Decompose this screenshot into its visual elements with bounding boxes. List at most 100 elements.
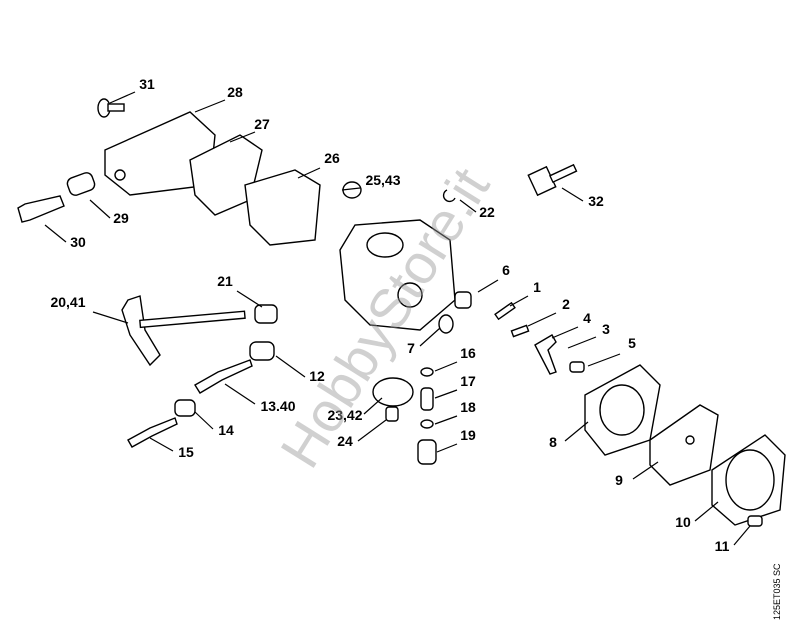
callout-label: 31	[139, 76, 155, 92]
part-spring-12	[249, 341, 275, 361]
callout-label: 1	[533, 279, 541, 295]
part-screw-11	[747, 515, 763, 527]
part-needle-15	[127, 417, 178, 448]
part-spring-17	[420, 387, 434, 411]
drawing-code: 125ET035 SC	[772, 563, 782, 620]
part-gasket-opening	[599, 384, 645, 436]
leader-line	[434, 415, 458, 425]
part-disc-23	[372, 377, 414, 407]
part-hole	[114, 169, 126, 181]
part-shaft	[139, 310, 246, 329]
callout-label: 25,43	[365, 172, 400, 188]
callout-label: 30	[70, 234, 86, 250]
callout-label: 7	[407, 340, 415, 356]
part-plug-6	[454, 291, 472, 309]
part-spring-29	[66, 172, 96, 196]
callout-label: 12	[309, 368, 325, 384]
callout-label: 24	[337, 433, 353, 449]
part-screw-24	[385, 406, 399, 422]
part-screw-31	[97, 98, 125, 118]
part-clip-22	[442, 189, 456, 203]
part-venturi	[366, 232, 404, 258]
part-needle-13	[194, 359, 253, 394]
leader-line	[567, 336, 597, 349]
callout-label: 19	[460, 427, 476, 443]
leader-line	[109, 91, 136, 104]
callout-label: 29	[113, 210, 129, 226]
leader-line	[275, 355, 306, 378]
callout-label: 21	[217, 273, 233, 289]
callout-label: 9	[615, 472, 623, 488]
leader-line	[89, 199, 111, 219]
leader-line	[224, 383, 256, 405]
callout-label: 16	[460, 345, 476, 361]
leader-lines	[44, 91, 751, 546]
leader-line	[587, 353, 621, 367]
callout-label: 4	[583, 310, 591, 326]
callout-label: 8	[549, 434, 557, 450]
parts	[17, 98, 786, 527]
leader-line	[509, 295, 529, 307]
callout-label: 23,42	[327, 407, 362, 423]
callout-label: 22	[479, 204, 495, 220]
leader-line	[434, 361, 458, 372]
part-needle-1	[494, 301, 516, 321]
leader-line	[194, 99, 226, 113]
part-inlet-lever-3	[534, 334, 557, 375]
callout-label: 6	[502, 262, 510, 278]
part-screw-5	[569, 361, 585, 373]
callout-label: 13.40	[260, 398, 295, 414]
callout-label: 17	[460, 373, 476, 389]
leader-line	[419, 327, 441, 347]
leader-line	[44, 224, 67, 243]
leader-line	[92, 311, 129, 324]
leader-line	[551, 326, 579, 339]
leader-line	[436, 443, 458, 453]
part-diaphragm-rivet	[685, 435, 695, 445]
leader-line	[561, 187, 584, 202]
callout-label: 5	[628, 335, 636, 351]
part-fitting-32	[527, 163, 578, 197]
leader-line	[564, 421, 589, 442]
callout-label: 18	[460, 399, 476, 415]
part-washer-18	[420, 419, 434, 429]
leader-line	[477, 279, 499, 293]
leader-line	[363, 397, 383, 415]
callout-label: 10	[675, 514, 691, 530]
part-cover-recess	[725, 449, 775, 511]
callout-label: 20,41	[50, 294, 85, 310]
leader-line	[357, 419, 387, 442]
part-washer-16	[420, 367, 434, 377]
leader-line	[149, 437, 174, 452]
part-shaft-lever-20	[121, 295, 161, 367]
part-bore	[397, 282, 423, 308]
part-pin-2	[510, 324, 530, 338]
leader-line	[632, 461, 659, 480]
callout-label: 27	[254, 116, 270, 132]
leader-line	[459, 199, 477, 213]
leader-line	[527, 312, 557, 327]
part-diaphragm-9	[649, 404, 719, 486]
callout-label: 15	[178, 444, 194, 460]
leader-line	[194, 411, 214, 430]
callout-label: 32	[588, 193, 604, 209]
leader-line	[694, 501, 719, 522]
leader-line	[341, 187, 361, 191]
part-spring-14	[174, 399, 196, 417]
callout-label: 14	[218, 422, 234, 438]
callout-label: 26	[324, 150, 340, 166]
part-adjust-screw-30	[17, 195, 65, 223]
callout-label: 3	[602, 321, 610, 337]
part-spring-21	[254, 304, 278, 324]
leader-line	[297, 167, 321, 179]
leader-line	[229, 131, 256, 143]
callout-label: 2	[562, 296, 570, 312]
leader-line	[236, 290, 263, 308]
callout-label: 28	[227, 84, 243, 100]
leader-line	[733, 525, 751, 546]
leader-line	[434, 389, 458, 399]
callout-label: 11	[715, 538, 730, 554]
